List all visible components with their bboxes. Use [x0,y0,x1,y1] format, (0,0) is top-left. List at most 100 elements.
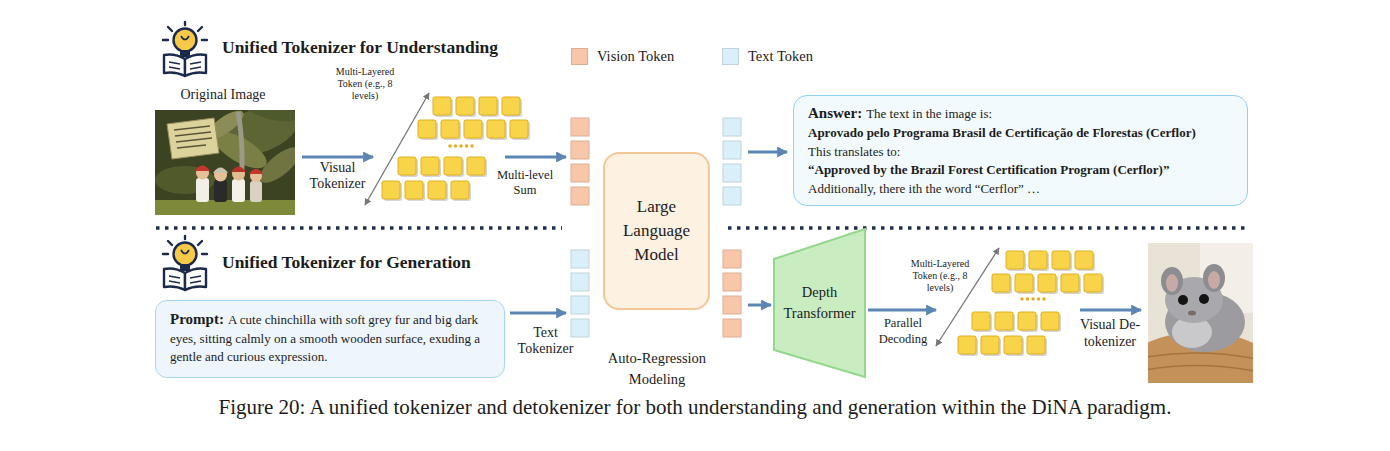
flow-arrow [868,309,936,312]
image-label: Original Image [165,86,281,104]
dotted-separator [156,226,562,230]
multi-level-token [992,274,1010,292]
multi-level-token [1004,336,1022,354]
dotted-separator [728,226,1250,230]
node-text-group: Answer: The text in the image is: Aprovado… [808,103,1233,198]
multi-level-token [418,120,436,138]
multi-level-token [1015,274,1033,292]
flow-arrow [748,151,787,154]
model-box: Large Language Model [603,152,710,310]
flow-arrow [302,156,373,159]
multi-level-token [451,181,469,199]
text-token [723,141,741,159]
multi-level-token [1029,251,1047,269]
legend-item: Text Token [722,47,813,65]
multi-level-token [1075,251,1093,269]
multi-level-token [1027,336,1045,354]
section-heading: Unified Tokenizer for Generation [222,252,562,272]
box-text: Aprovado pelo Programa Brasil de Certifi… [808,124,1233,142]
axis-label: Multi-Layered Token (e.g., 8 levels) [900,258,980,294]
text-token [571,296,589,314]
legend-text: Vision Token [597,47,674,65]
multi-level-token [1052,251,1070,269]
legend-item: Vision Token [571,47,674,65]
figure-caption: Figure 20: A unified tokenizer and detok… [0,394,1390,420]
multi-level-token [421,157,439,175]
box-text: Depth Transformer [777,282,862,324]
multi-level-token [958,336,976,354]
multi-level-token [464,120,482,138]
vision-token [723,319,741,337]
flow-arrow [505,156,566,159]
multi-level-token [479,97,497,115]
multi-level-token [972,312,990,330]
ellipsis-dot [1026,297,1029,300]
ellipsis-dot [1020,297,1023,300]
multi-level-token [433,97,451,115]
multi-level-token [467,157,485,175]
multi-level-token [995,312,1013,330]
level-axis-arrow [365,93,429,205]
vision-token [723,296,741,314]
ellipsis-dot [1037,297,1040,300]
answer-box: Answer: The text in the image is: Aprovado… [793,95,1248,206]
token-columns [571,118,741,337]
multi-level-token [1006,251,1024,269]
box-heading: Prompt: [170,311,224,327]
vision-token [571,118,589,136]
multi-level-token [487,120,505,138]
step-label: Parallel Decoding [863,315,943,347]
multi-level-token [405,181,423,199]
multi-level-token [1038,274,1056,292]
ellipsis-dot [1042,297,1045,300]
ellipsis-dot [459,144,462,147]
node-text-group: Large Language Model [611,195,702,266]
box-text: Large Language Model [611,195,702,266]
multi-level-token [428,181,446,199]
step-label: Visual De-tokenizer [1066,316,1154,350]
multi-level-token [456,97,474,115]
vision-token [723,250,741,268]
flow-arrow [1080,309,1141,312]
step-label: Text Tokenizer [508,325,583,357]
multi-level-token [1018,312,1036,330]
vision-token [571,164,589,182]
box-heading: Answer: [808,105,862,121]
text-token [571,250,589,268]
multi-level-token [1041,312,1059,330]
box-text: “Approved by the Brazil Forest Certifica… [808,161,1233,179]
vision-token [571,187,589,205]
legend-swatch [571,48,588,65]
vision-token [571,141,589,159]
original-photo [155,110,295,215]
box-text: The text in the image is: [866,106,992,121]
lightbulb-book-icon [163,22,207,76]
section-heading: Unified Tokenizer for Understanding [222,37,562,57]
ellipsis-dot [1031,297,1034,300]
legend-swatch [722,48,739,65]
step-label: Multi-level Sum [490,168,560,198]
multi-level-token [502,97,520,115]
multi-level-token [1061,274,1079,292]
multi-level-token [382,181,400,199]
node-text-group: Prompt:A cute chinchilla with soft grey … [170,309,490,366]
multi-level-token [398,157,416,175]
ellipsis-dot [448,144,451,147]
box-text: This translates to: [808,143,1233,161]
text-token [723,118,741,136]
ellipsis-dot [454,144,457,147]
text-token [571,319,589,337]
lightbulb-book-icon [163,236,207,290]
prompt-box: Prompt:A cute chinchilla with soft grey … [155,300,505,378]
ellipsis-dot [465,144,468,147]
trapezoid-shape [774,229,865,377]
vision-token [723,273,741,291]
text-token [723,164,741,182]
ellipsis-dot [470,144,473,147]
flow-arrow [748,304,771,307]
legend-text: Text Token [748,47,813,65]
trapezoid-outline [773,228,866,378]
depth-transformer-trapezoid: Depth Transformer [773,228,866,378]
chinchilla-photo [1148,243,1253,383]
flow-arrow [510,312,566,315]
